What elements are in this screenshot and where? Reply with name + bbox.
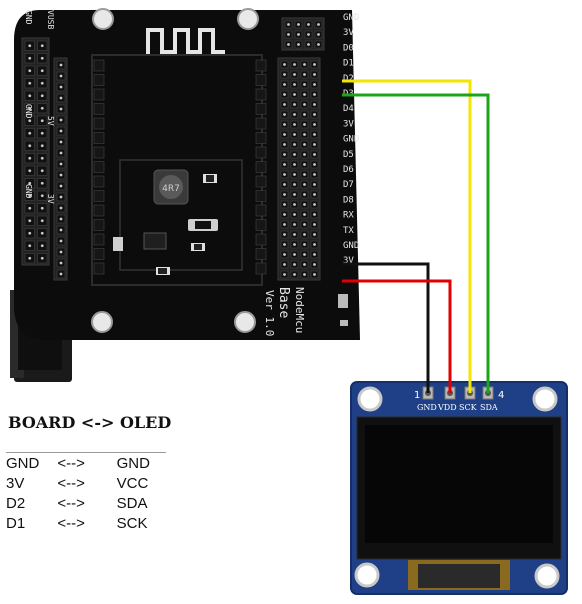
nodemcu-base-board: 4R7 GND3VD0D1D2D3D43VGNDD5D6D7D8RXTXGND3… bbox=[10, 8, 360, 382]
right-label-d4: D4 bbox=[343, 104, 354, 114]
oled-module: 1 4 GND VDD SCK SDA bbox=[350, 381, 568, 595]
board-pin: D1 bbox=[6, 515, 26, 532]
mapping-arrow: <--> bbox=[57, 455, 85, 472]
oled-pin-number-4: 4 bbox=[498, 390, 504, 401]
mapping-arrow: <--> bbox=[57, 515, 85, 532]
right-label-d6: D6 bbox=[343, 165, 354, 175]
top-right-header bbox=[281, 17, 325, 51]
board-name-line2: Base bbox=[276, 287, 291, 318]
left-pin-header bbox=[21, 37, 68, 281]
oled-label-sda: SDA bbox=[480, 403, 498, 412]
board-name-line3: Ver 1.0 bbox=[263, 290, 276, 336]
wire-d2-to-sda bbox=[342, 93, 490, 393]
board-name: NodeMcu Base Ver 1.0 bbox=[263, 287, 306, 336]
mapping-row: D1 <--> SCK bbox=[6, 514, 166, 534]
pin-mapping-table: GND <--> GND 3V <--> VCC D2 <--> SDA D1 … bbox=[6, 452, 166, 534]
board-pin: GND bbox=[6, 455, 40, 472]
oled-label-sck: SCK bbox=[459, 403, 478, 412]
mapping-row: D2 <--> SDA bbox=[6, 494, 166, 514]
right-label-d5: D5 bbox=[343, 150, 354, 160]
right-label-d8: D8 bbox=[343, 195, 354, 205]
oled-pin: VCC bbox=[116, 475, 149, 492]
right-label-gnd: GND bbox=[343, 135, 359, 145]
wires bbox=[342, 79, 490, 393]
left-label-vusb: VUSB bbox=[46, 10, 55, 29]
inductor-label: 4R7 bbox=[162, 184, 180, 194]
right-label-gnd: GND bbox=[343, 241, 359, 251]
mapping-row: 3V <--> VCC bbox=[6, 474, 166, 494]
oled-pin: SCK bbox=[116, 515, 148, 532]
right-label-rx: RX bbox=[343, 211, 354, 221]
board-name-line1: NodeMcu bbox=[293, 287, 306, 333]
oled-pin-labels: GND VDD SCK SDA bbox=[417, 403, 498, 412]
wire-gnd-to-gnd bbox=[342, 262, 430, 393]
board-pin: D2 bbox=[6, 495, 26, 512]
module-sockets bbox=[93, 59, 267, 275]
right-label-d1: D1 bbox=[343, 59, 354, 69]
antenna-trace-icon bbox=[146, 28, 225, 55]
left-label-5v: 5V bbox=[46, 116, 55, 126]
inductor: 4R7 bbox=[153, 169, 189, 205]
mapping-arrow: <--> bbox=[57, 495, 85, 512]
right-label-3v: 3V bbox=[343, 119, 354, 129]
right-label-gnd: GND bbox=[343, 13, 359, 23]
caption-title: BOARD <-> OLED bbox=[8, 413, 172, 432]
right-label-d2: D2 bbox=[343, 74, 354, 84]
right-label-3v: 3V bbox=[343, 28, 354, 38]
left-label-gnd-1: GND bbox=[24, 10, 33, 25]
board-pin: 3V bbox=[6, 475, 25, 492]
right-label-3v: 3V bbox=[343, 256, 354, 266]
right-label-d7: D7 bbox=[343, 180, 354, 190]
right-pin-header bbox=[277, 57, 321, 281]
wire-3v-to-vdd bbox=[342, 279, 452, 393]
left-label-gnd-2: GND bbox=[24, 104, 33, 119]
oled-label-gnd: GND bbox=[417, 403, 437, 412]
oled-pin-number-1: 1 bbox=[414, 390, 420, 401]
oled-pin: GND bbox=[116, 455, 150, 472]
mapping-arrow: <--> bbox=[57, 475, 85, 492]
mounting-holes bbox=[91, 8, 259, 333]
right-label-d0: D0 bbox=[343, 43, 354, 53]
wire-d1-to-sck bbox=[342, 79, 472, 393]
left-header-labels: GND VUSB GND 5V GND 3V bbox=[24, 10, 55, 204]
left-label-3v: 3V bbox=[46, 194, 55, 204]
right-label-tx: TX bbox=[343, 226, 354, 236]
mapping-row: GND <--> GND bbox=[6, 452, 166, 474]
oled-pin: SDA bbox=[116, 495, 148, 512]
oled-label-vdd: VDD bbox=[437, 403, 457, 412]
left-label-gnd-3: GND bbox=[24, 184, 33, 199]
